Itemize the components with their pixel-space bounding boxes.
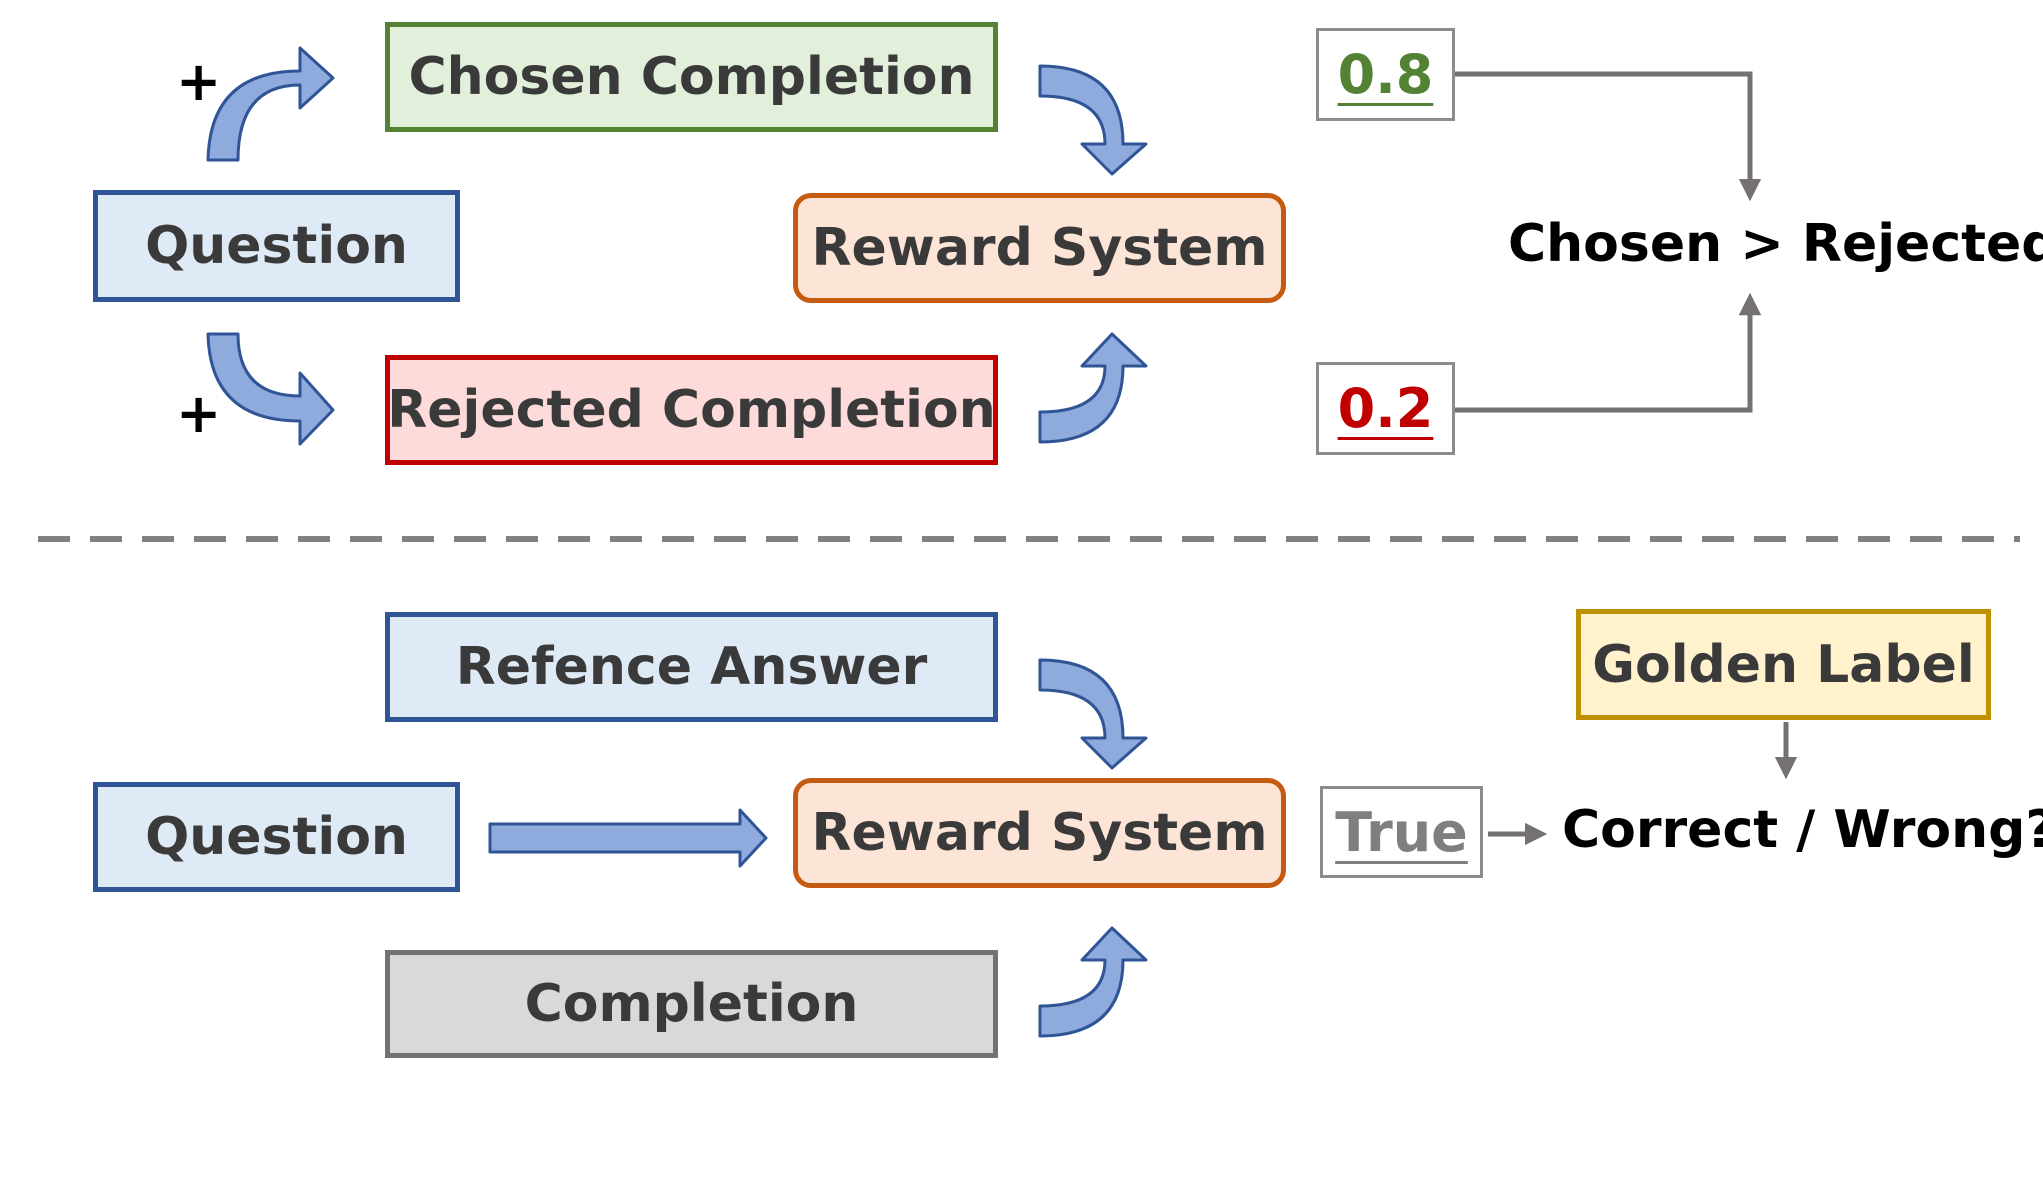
straight-arrow-question-to-reward: [488, 808, 768, 868]
output-box: True: [1320, 786, 1483, 878]
curved-arrow-question-to-rejected: [206, 332, 335, 446]
curved-arrow-rejected-to-reward: [1038, 332, 1148, 444]
curved-arrow-reference-to-reward: [1038, 658, 1148, 770]
chosen-score-box: 0.8: [1316, 28, 1455, 121]
reference-answer-box: Refence Answer: [385, 612, 998, 722]
plus-sign-upper: +: [176, 50, 222, 113]
curved-arrow-chosen-to-reward: [1038, 64, 1148, 176]
completion-box: Completion: [385, 950, 998, 1058]
question-box-bottom: Question: [93, 782, 460, 892]
rejected-score-value: 0.2: [1337, 377, 1434, 440]
chosen-score-value: 0.8: [1337, 43, 1434, 106]
curved-arrow-completion-to-reward: [1038, 926, 1148, 1038]
question-box-top: Question: [93, 190, 460, 302]
connector-rejected-score: [1455, 292, 1762, 413]
comparison-question: Chosen > Rejected?: [1508, 214, 2043, 274]
chosen-completion-box: Chosen Completion: [385, 22, 998, 132]
golden-label-box: Golden Label: [1576, 609, 1991, 720]
verdict-question: Correct / Wrong?: [1562, 800, 2043, 860]
plus-sign-lower: +: [176, 382, 222, 445]
curved-arrow-question-to-chosen: [206, 46, 335, 162]
rejected-completion-box: Rejected Completion: [385, 355, 998, 465]
rejected-score-box: 0.2: [1316, 362, 1455, 455]
connector-chosen-score: [1455, 71, 1762, 202]
reward-system-box-bottom: Reward System: [793, 778, 1286, 888]
output-value: True: [1335, 800, 1468, 864]
reward-system-box-top: Reward System: [793, 193, 1286, 303]
